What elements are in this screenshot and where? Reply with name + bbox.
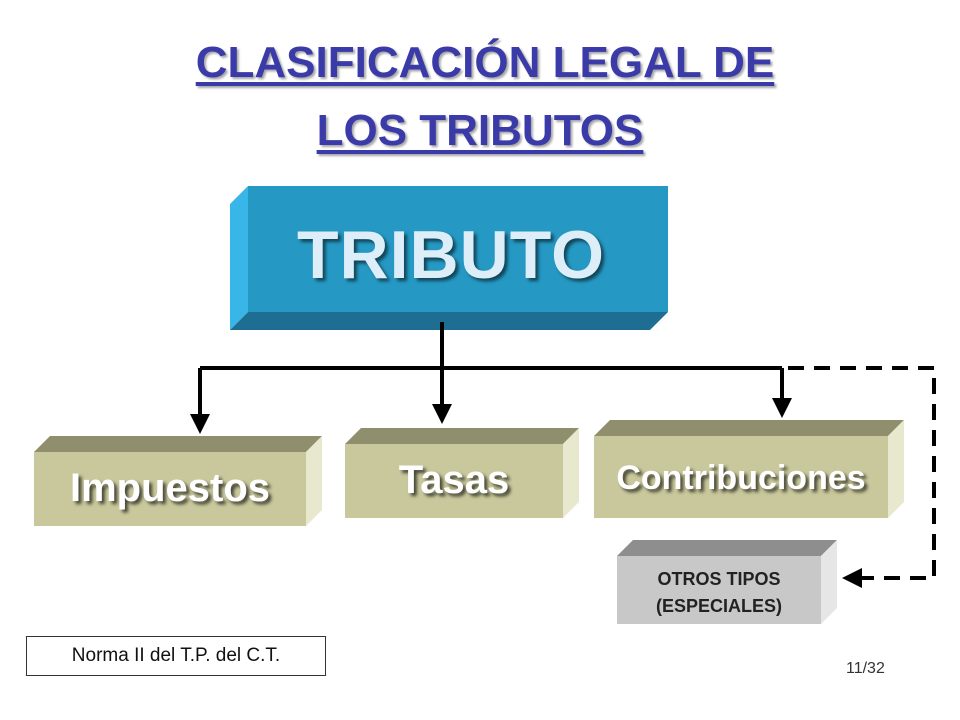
otros-tipos-line-1: OTROS TIPOS (657, 569, 781, 589)
tributo-label: TRIBUTO (297, 217, 605, 293)
otros-tipos-box (617, 540, 837, 624)
contribuciones-box (594, 420, 904, 518)
impuestos-label: Impuestos (69, 466, 271, 510)
tasas-box (345, 428, 579, 518)
tributo-box (230, 186, 668, 330)
page-title-line-1: CLASIFICACIÓN LEGAL DE (195, 38, 775, 87)
legal-source-box: Norma II del T.P. del C.T. (26, 636, 326, 676)
contribuciones-label: Contribuciones (616, 459, 866, 497)
otros-tipos-line-2: (ESPECIALES) (655, 596, 783, 616)
tasas-label: Tasas (398, 458, 510, 502)
otros-tipos-label: OTROS TIPOS (ESPECIALES) (617, 562, 821, 624)
page-title-line-2: LOS TRIBUTOS (316, 106, 644, 155)
page-number: 11/32 (846, 660, 885, 677)
connector-lines (190, 322, 792, 434)
impuestos-box (34, 436, 322, 526)
dashed-connector (788, 366, 936, 588)
